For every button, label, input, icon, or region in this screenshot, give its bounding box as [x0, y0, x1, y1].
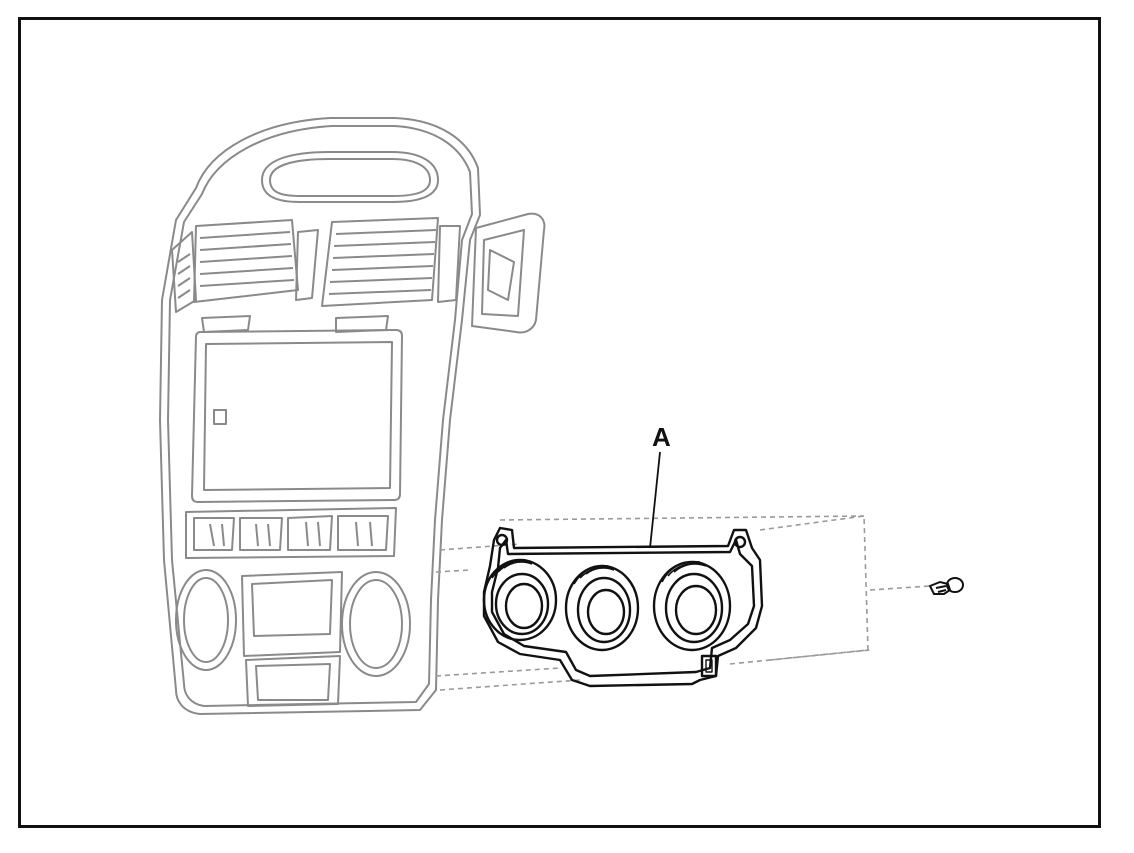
audio-opening [191, 329, 403, 503]
right-control-knob [652, 560, 732, 652]
lower-right-vent [341, 571, 411, 677]
callout-label-a: A [652, 422, 671, 452]
left-air-vent [193, 219, 299, 303]
center-fascia-panel [159, 117, 546, 715]
assembly-leader-lines [435, 515, 931, 691]
diagram-frame [18, 17, 1101, 828]
switch-row [185, 507, 397, 559]
callout-leader [649, 451, 661, 549]
mounting-screw-icon [928, 577, 964, 595]
heater-control-panel [482, 526, 764, 688]
lower-left-vent [175, 569, 237, 671]
top-display-slot [261, 151, 439, 203]
center-control-knob [564, 564, 640, 652]
left-control-knob [482, 558, 558, 642]
right-air-vent [321, 217, 439, 307]
